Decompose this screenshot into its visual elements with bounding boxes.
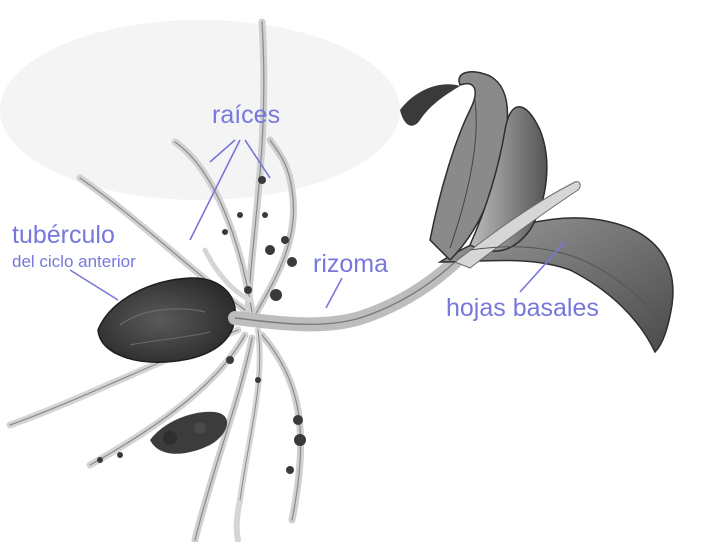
label-hojas-basales: hojas basales (446, 296, 599, 321)
label-rizoma: rizoma (313, 252, 388, 277)
label-tuberculo-sub: del ciclo anterior (12, 253, 136, 270)
label-raices: raíces (212, 103, 280, 128)
label-tuberculo: tubérculo (12, 223, 115, 248)
